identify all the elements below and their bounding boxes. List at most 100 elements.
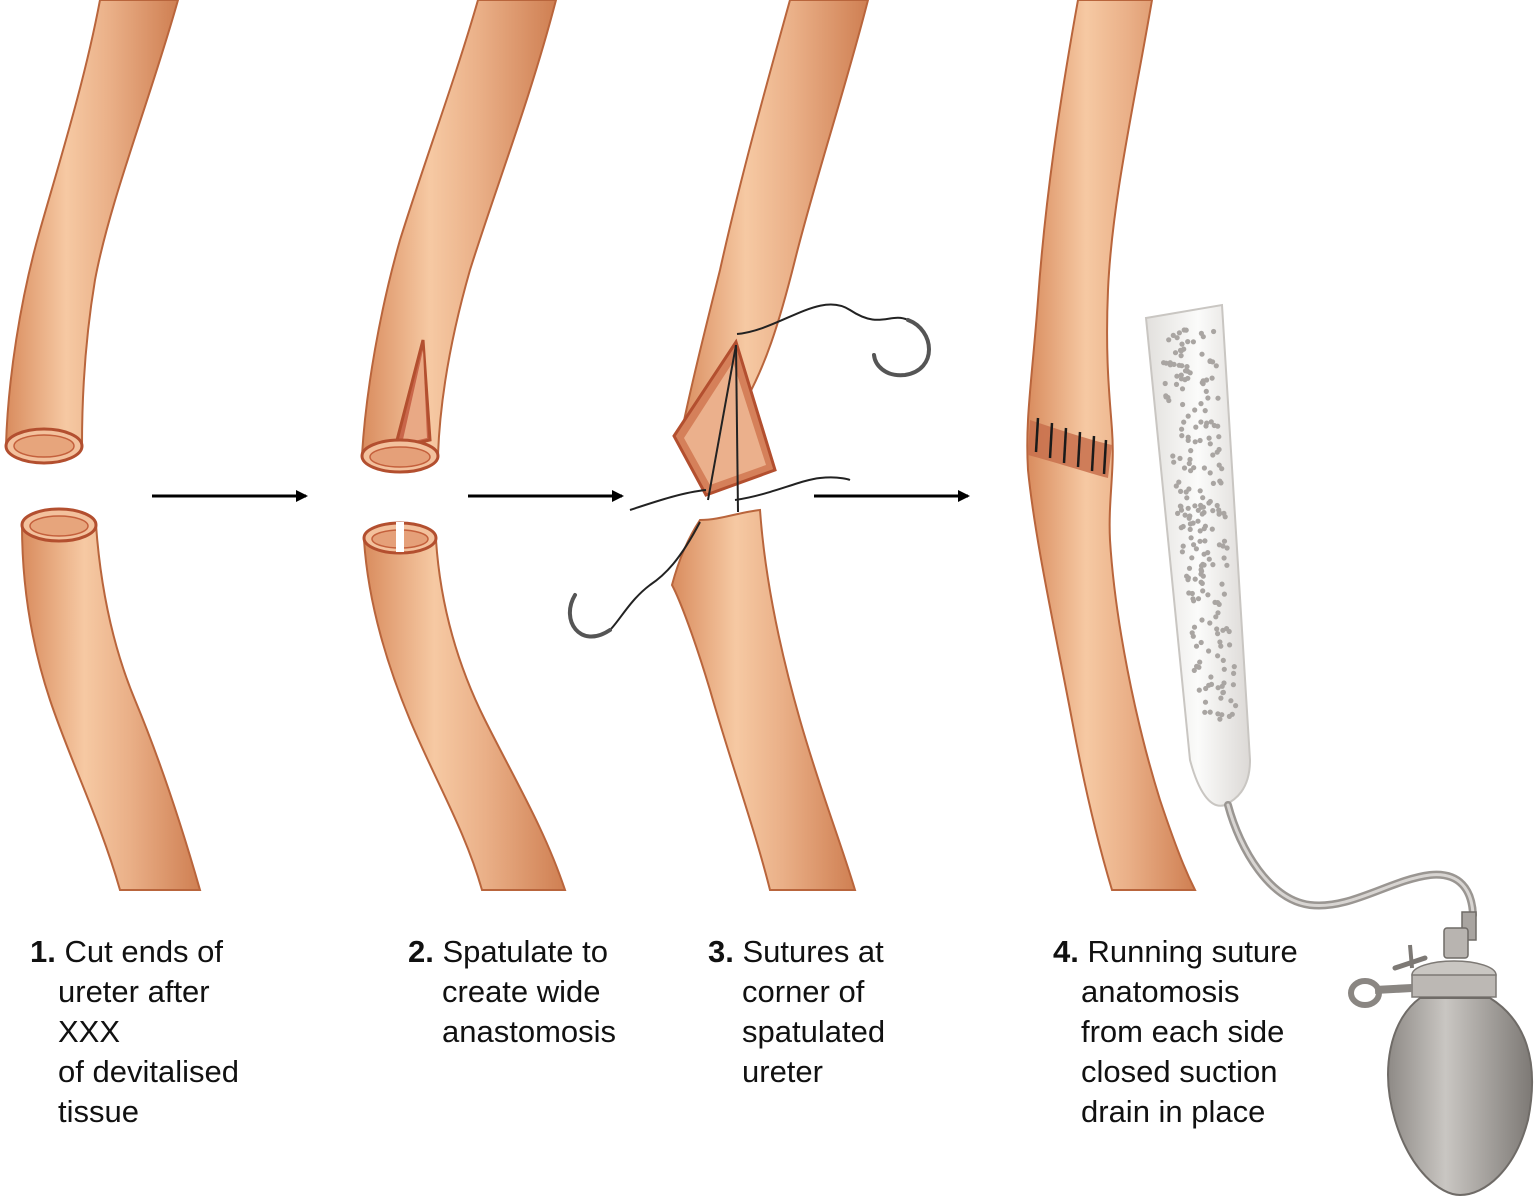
drain-perforation-dot	[1202, 408, 1208, 414]
drain-perforation-dot	[1218, 695, 1224, 701]
step1-ureter	[4, 0, 202, 891]
step4-ureter	[1026, 0, 1197, 891]
drain-perforation-dot	[1217, 639, 1223, 645]
drain-perforation-dot	[1228, 698, 1234, 704]
drain-perforation-dot	[1200, 588, 1206, 594]
drain-perforation-dot	[1163, 394, 1169, 400]
drain-perforation-dot	[1209, 526, 1215, 532]
drain-perforation-dot	[1207, 358, 1213, 364]
step4-caption: 4. Running suture anatomosis from each s…	[1053, 932, 1298, 1132]
drain-perforation-dot	[1201, 562, 1207, 568]
step3-suture-right	[734, 476, 851, 501]
drain-perforation-dot	[1177, 347, 1184, 353]
drain-perforation-dot	[1216, 507, 1222, 513]
step1-lower-ureter	[20, 524, 202, 891]
drain-perforation-dot	[1227, 642, 1233, 648]
drain-perforation-dot	[1190, 633, 1196, 639]
drain-perforation-dot	[1221, 591, 1227, 597]
drain-perforation-dot	[1230, 682, 1236, 688]
drain-perforation-dot	[1191, 667, 1197, 674]
drain-perforation-dot	[1215, 685, 1221, 691]
drain-perforation-dot	[1199, 580, 1205, 587]
step2-number: 2.	[408, 934, 434, 969]
step3-number: 3.	[708, 934, 734, 969]
drain-perforation-dot	[1178, 376, 1185, 382]
drain-perforation-dot	[1178, 488, 1184, 494]
drain-perforation-dot	[1224, 626, 1230, 632]
drain-perforation-dot	[1193, 643, 1200, 649]
drain-perforation-dot	[1198, 639, 1204, 646]
drain-perforation-dot	[1216, 446, 1222, 453]
drain-perforation-dot	[1213, 363, 1219, 369]
step3-upper-ureter	[678, 0, 870, 442]
step3-line3: spatulated	[742, 1014, 886, 1049]
drain-perforation-dot	[1215, 653, 1221, 659]
drain-perforation-dot	[1166, 337, 1172, 343]
drain-perforation-dot	[1202, 699, 1209, 705]
step3-suture-left	[609, 521, 701, 631]
drain-perforation-dot	[1205, 550, 1211, 556]
drain-perforation-dot	[1224, 545, 1230, 551]
drain-perforation-dot	[1187, 513, 1193, 519]
step1-line1: Cut ends of	[64, 934, 224, 969]
drain-perforation-dot	[1178, 372, 1184, 378]
drain-perforation-dot	[1167, 360, 1173, 366]
drain-perforation-dot	[1219, 683, 1225, 689]
drain-perforation-dot	[1177, 455, 1183, 461]
drain-perforation-dot	[1190, 339, 1196, 345]
drain-perforation-dot	[1178, 353, 1184, 359]
step4-line3: from each side	[1081, 1014, 1285, 1049]
drain-perforation-dot	[1197, 538, 1203, 544]
drain-perforation-dot	[1176, 479, 1182, 485]
drain-perforation-dot	[1205, 592, 1211, 598]
drain-perforation-dot	[1216, 511, 1222, 517]
drain-perforation-dot	[1195, 596, 1202, 602]
drain-perforation-dot	[1173, 381, 1180, 387]
drain-perforation-dot	[1218, 643, 1224, 649]
drain-perforation-dot	[1179, 386, 1186, 392]
drain-perforation-dot	[1185, 339, 1191, 345]
drain-perforation-dot	[1199, 617, 1205, 623]
drain-perforation-dot	[1217, 716, 1223, 722]
drain-perforation-dot	[1210, 508, 1216, 514]
drain-perforation-dot	[1221, 538, 1228, 544]
drain-perforation-dot	[1199, 511, 1205, 517]
drain-perforation-dot	[1215, 423, 1221, 429]
drain-perforation-dot	[1180, 543, 1186, 549]
drain-perforation-dot	[1182, 512, 1188, 518]
step4-number: 4.	[1053, 934, 1079, 969]
drain-perforation-dot	[1214, 502, 1220, 509]
step2-caption: 2. Spatulate to create wide anastomosis	[408, 932, 616, 1052]
drain-perforation-dot	[1190, 520, 1196, 526]
drain-perforation-dot	[1220, 657, 1226, 664]
drain-perforation-dot	[1210, 562, 1216, 568]
drain-perforation-dot	[1215, 395, 1221, 401]
drain-perforation-dot	[1186, 565, 1193, 571]
drain-perforation-dot	[1174, 373, 1180, 379]
drain-perforation-dot	[1198, 419, 1204, 425]
step2-ureter	[360, 0, 567, 891]
step2-line2: create wide	[442, 974, 601, 1009]
drain-perforation-dot	[1208, 419, 1214, 425]
drain-perforation-dot	[1176, 330, 1182, 336]
drain-perforation-dot	[1197, 528, 1203, 534]
drain-perforation-dot	[1205, 395, 1211, 401]
drain-perforation-dot	[1210, 480, 1216, 486]
step2-lower-ureter	[362, 539, 567, 891]
drain-perforation-dot	[1187, 456, 1193, 463]
drain-perforation-dot	[1180, 523, 1186, 530]
drain-perforation-dot	[1211, 328, 1217, 335]
drain-perforation-dot	[1206, 648, 1212, 654]
drain-perforation-dot	[1174, 335, 1180, 341]
drain-perforation-dot	[1195, 518, 1201, 524]
drain-perforation-dot	[1224, 562, 1230, 568]
step3-line4: ureter	[742, 1054, 823, 1089]
step1-caption: 1. Cut ends of ureter after XXX of devit…	[30, 932, 239, 1132]
drain-perforation-dot	[1207, 620, 1213, 626]
drain-perforation-dot	[1221, 555, 1227, 561]
step1-line3: XXX	[58, 1014, 121, 1049]
drain-perforation-dot	[1220, 689, 1226, 696]
drain-perforation-dot	[1206, 556, 1212, 562]
drain-perforation-dot	[1201, 465, 1207, 471]
drain-perforation-dot	[1203, 423, 1209, 429]
